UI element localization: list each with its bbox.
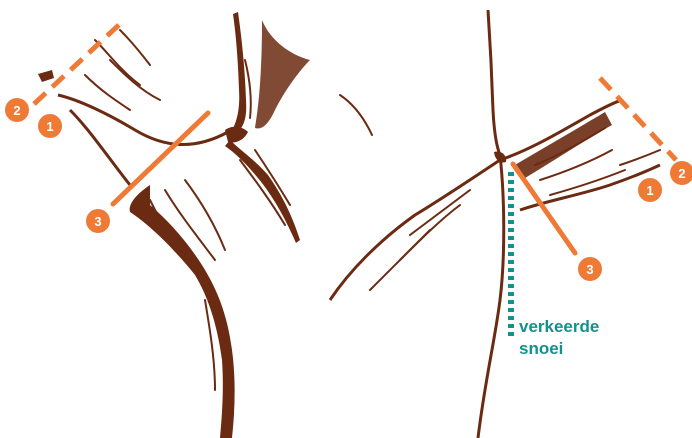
left-badge-2-text: 2 <box>13 103 20 118</box>
left-badge-1: 1 <box>38 114 62 138</box>
right-branch-bark-fill <box>515 112 612 178</box>
left-trunk-bark <box>130 185 235 438</box>
right-badge-1-text: 1 <box>646 183 653 198</box>
right-branch-collar <box>494 151 506 162</box>
left-upper-limb <box>232 12 246 132</box>
left-tree-illustration <box>38 12 310 438</box>
right-badge-2-text: 2 <box>678 166 685 181</box>
right-cut-2-dashed-line <box>600 78 676 160</box>
left-badge-1-text: 1 <box>46 119 53 134</box>
left-upper-limb-right <box>255 20 310 128</box>
left-branch-collar <box>225 127 248 143</box>
wrong-cut-label-line2: snoei <box>519 339 563 358</box>
right-trunk-outline <box>478 10 504 438</box>
left-cut-2-dashed-line <box>34 22 122 104</box>
left-badge-3: 3 <box>86 209 110 233</box>
left-branch-tip-blot <box>38 70 54 82</box>
right-bark-texture <box>340 95 660 290</box>
right-badge-3-text: 3 <box>586 262 593 277</box>
left-badge-2: 2 <box>5 98 29 122</box>
left-bark-texture <box>85 30 290 390</box>
left-cut-lines <box>34 22 208 204</box>
right-badge-3: 3 <box>578 257 602 281</box>
right-badge-2: 2 <box>670 161 692 185</box>
right-tree-illustration <box>330 10 660 438</box>
left-badge-3-text: 3 <box>94 214 101 229</box>
right-badge-1: 1 <box>638 178 662 202</box>
wrong-cut-label-line1: verkeerde <box>519 317 599 336</box>
